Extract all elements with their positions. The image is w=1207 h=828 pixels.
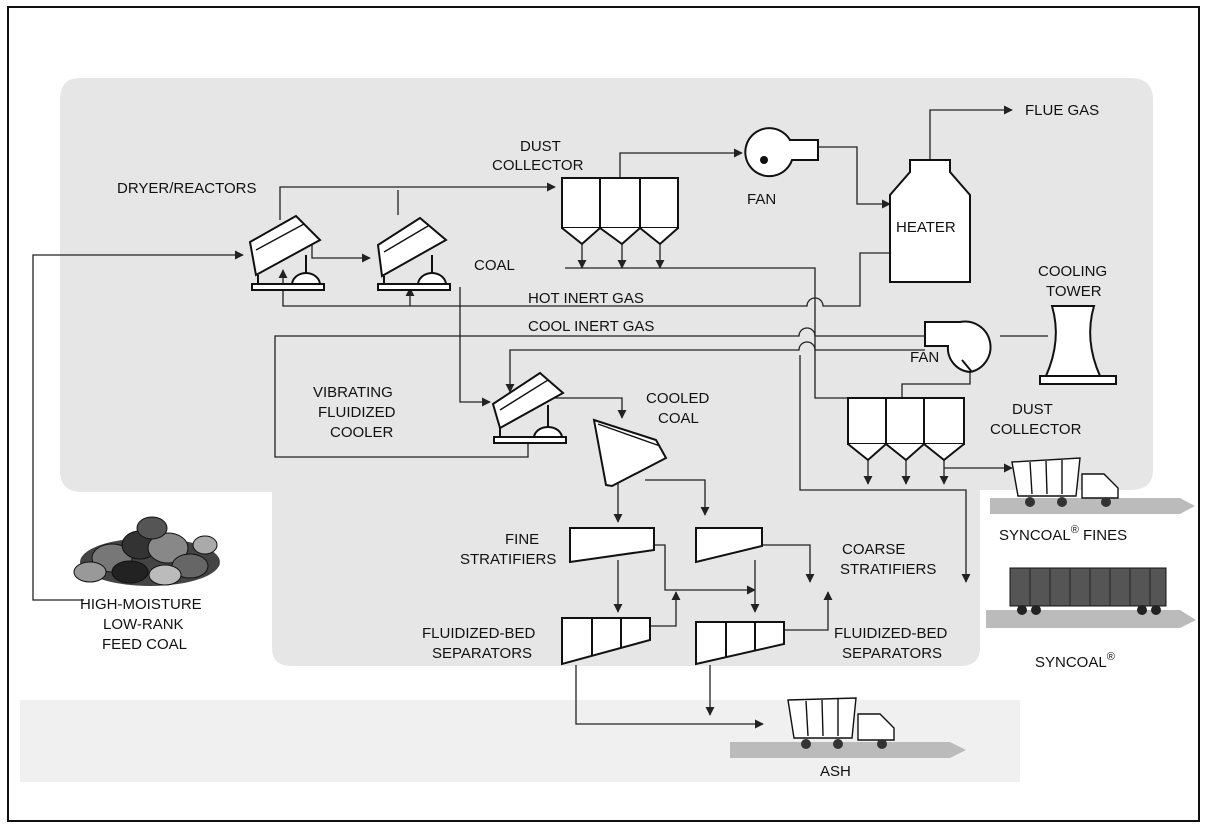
fbs-right-label-b: SEPARATORS [842,645,942,662]
coarse-stratifiers-label-a: COARSE [842,541,905,558]
cooler-to-crusher-line [550,397,627,419]
fan-1-icon [744,127,819,178]
dryer-gas-line-1 [279,182,556,220]
fine-stratifiers-label-b: STRATIFIERS [460,551,556,568]
hot-inert-gas-line [278,252,890,307]
fluidized-bed-separator-right [695,621,785,666]
dust-collector-2 [847,397,965,462]
fbs-left-label-a: FLUIDIZED-BED [422,625,536,642]
coal-label: COAL [474,257,515,274]
labels: FLUE GAS DUST COLLECTOR FAN HEATER DRYER… [80,102,1127,780]
cooler-label-a: VIBRATING [313,384,393,401]
dust-collector-1 [561,177,679,246]
dust-collector-1-label-a: DUST [520,138,561,155]
feed-coal-line [32,250,244,601]
fbs-left-label-b: SEPARATORS [432,645,532,662]
feed-coal-label-c: FEED COAL [102,636,187,653]
cooled-coal-hopper [592,418,668,488]
fan-to-heater-line [818,146,891,209]
heater-label: HEATER [896,219,956,236]
dryer-reactors-label: DRYER/REACTORS [117,180,256,197]
flue-gas-line [929,105,1013,160]
fan-1-label: FAN [747,191,776,208]
process-area-panel [60,78,1153,666]
fine-stratifiers-label-a: FINE [505,531,539,548]
ash-truck-icon [730,697,966,758]
ash-label: ASH [820,763,851,780]
cooler-label-c: COOLER [330,424,394,441]
cooled-coal-label-b: COAL [658,410,699,427]
dust-collector-2-label-a: DUST [1012,401,1053,418]
cool-inert-gas-label: COOL INERT GAS [528,318,654,335]
fan-2-label: FAN [910,349,939,366]
syncoal-railcar-icon [986,567,1196,628]
syncoal-fines-truck-icon [990,457,1195,514]
fines-to-syncoal-line [799,355,971,583]
collector-to-fan-line [619,148,743,178]
flue-gas-label: FLUE GAS [1025,102,1099,119]
vibrating-fluidized-cooler [491,371,567,444]
fbs-right-label-a: FLUIDIZED-BED [834,625,948,642]
cool-inert-gas-line [274,327,1048,458]
cooling-tower-label-a: COOLING [1038,263,1107,280]
feed-coal-pile-icon [73,516,220,586]
feed-coal-label-a: HIGH-MOISTURE [80,596,202,613]
cooling-tower-label-b: TOWER [1046,283,1102,300]
heater [889,159,971,283]
fluidized-bed-separator-left [561,617,651,666]
coarse-stratifiers-label-b: STRATIFIERS [840,561,936,578]
syncoal-label: SYNCOAL® [1035,651,1115,671]
ground-band [20,700,1020,782]
fan-2-icon [924,320,992,374]
hot-inert-gas-label: HOT INERT GAS [528,290,644,307]
cooled-coal-label-a: COOLED [646,390,710,407]
dryer-reactor-2 [376,216,451,291]
cooler-label-b: FLUIDIZED [318,404,396,421]
feed-coal-label-b: LOW-RANK [103,616,184,633]
syncoal-fines-label: SYNCOAL® FINES [999,524,1127,544]
dryer-reactor-1 [248,214,325,291]
tower-to-collector-line [901,372,971,398]
dust-collector-1-label-b: COLLECTOR [492,157,584,174]
stratifier-to-syncoal-line [655,544,756,595]
dust-collector-2-label-b: COLLECTOR [990,421,1082,438]
flow-lines [32,105,1048,729]
cooling-tower [1039,305,1117,385]
coarse-stratifier [695,527,763,564]
fan2-to-cooler-line [505,341,925,393]
to-ash-line [575,665,764,729]
fine-stratifier [569,527,655,564]
dryer-to-cooler-line [459,287,491,407]
